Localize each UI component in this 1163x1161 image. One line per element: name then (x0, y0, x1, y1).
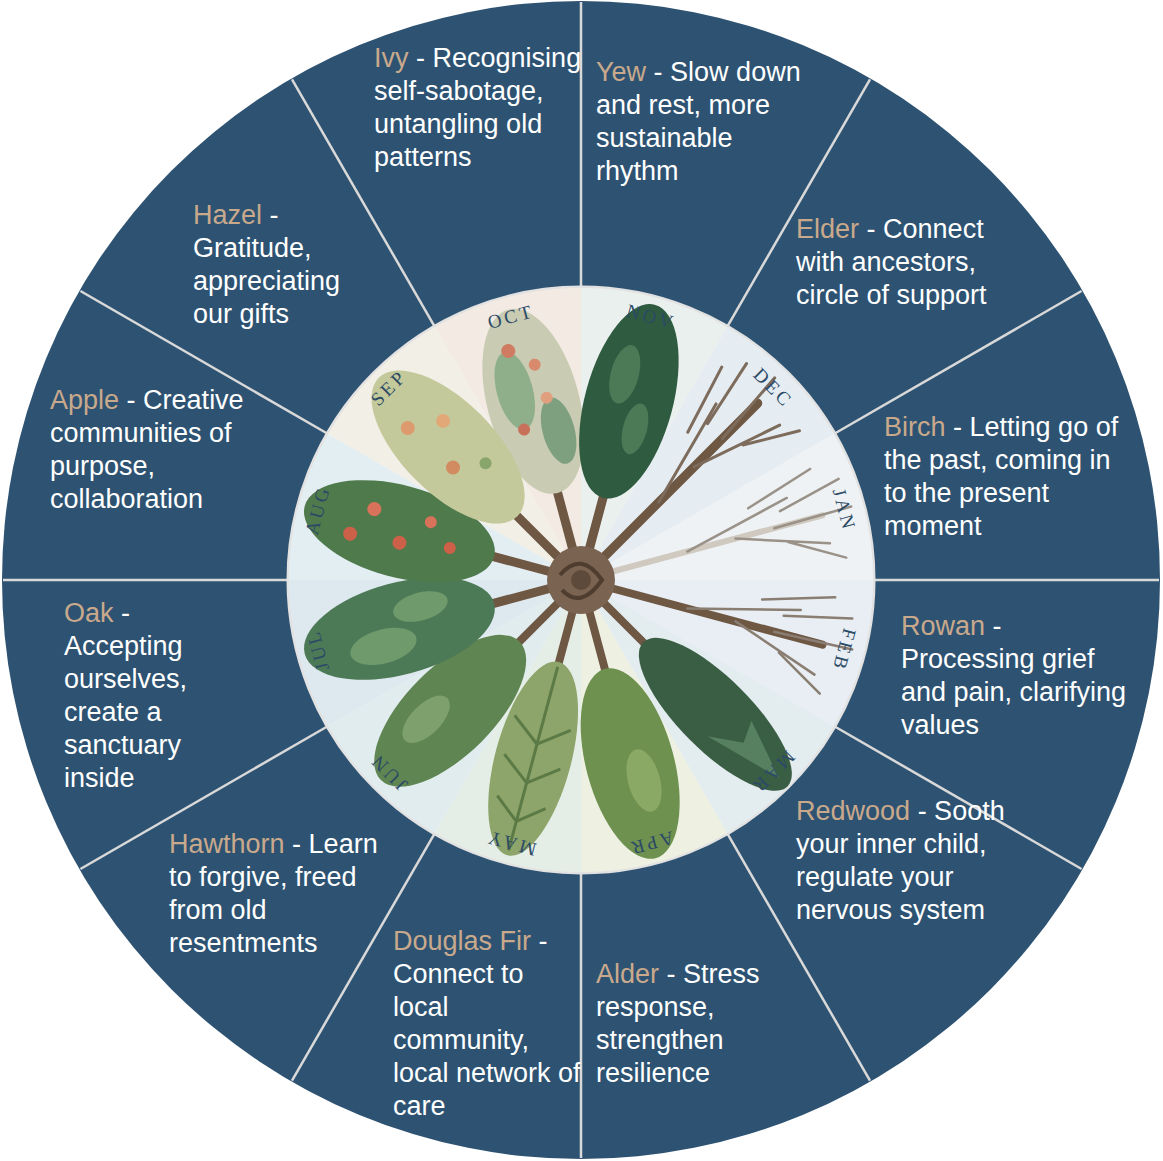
tree-name: Alder (596, 959, 659, 989)
tree-name: Yew (596, 57, 646, 87)
segment-text: Rowan- Processing grief and pain, clarif… (901, 610, 1141, 742)
segment-text: Ivy- Recognising self-sabotage, untangli… (374, 42, 589, 174)
segment-text: Hazel- Gratitude, appreciating our gifts (193, 199, 383, 331)
tree-name: Ivy (374, 43, 409, 73)
segment-text: Apple- Creative communities of purpose, … (50, 384, 280, 516)
segment-text: Elder- Connect with ancestors, circle of… (796, 213, 1026, 312)
tree-name: Oak (64, 598, 114, 628)
tree-name: Hawthorn (169, 829, 285, 859)
birch-bare-branches (675, 461, 864, 597)
segment-text: Hawthorn- Learn to forgive, freed from o… (169, 828, 399, 960)
segment-text: Oak- Accepting ourselves, create a sanct… (64, 597, 219, 795)
tree-name: Birch (884, 412, 946, 442)
tree-name: Redwood (796, 796, 910, 826)
hazel-foliage (346, 345, 550, 549)
segment-text: Alder- Stress response, strengthen resil… (596, 958, 796, 1090)
segment-text: Douglas Fir- Connect to local community,… (393, 925, 583, 1123)
tree-name: Douglas Fir (393, 926, 531, 956)
segment-text: Yew- Slow down and rest, more sustainabl… (596, 56, 816, 188)
segment-dividers (3, 2, 1159, 1158)
oak-foliage (293, 559, 506, 699)
tree-name: Apple (50, 385, 119, 415)
tree-name: Rowan (901, 611, 985, 641)
alder-foliage (562, 657, 698, 869)
tree-name: Hazel (193, 200, 262, 230)
tree-name: Elder (796, 214, 859, 244)
trunk-knot (547, 546, 615, 614)
segment-text: Birch- Letting go of the past, coming in… (884, 411, 1134, 543)
sky-wedges (279, 278, 882, 881)
segment-text: Redwood- Sooth your inner child, regulat… (796, 795, 1026, 927)
yew-foliage (560, 293, 697, 509)
